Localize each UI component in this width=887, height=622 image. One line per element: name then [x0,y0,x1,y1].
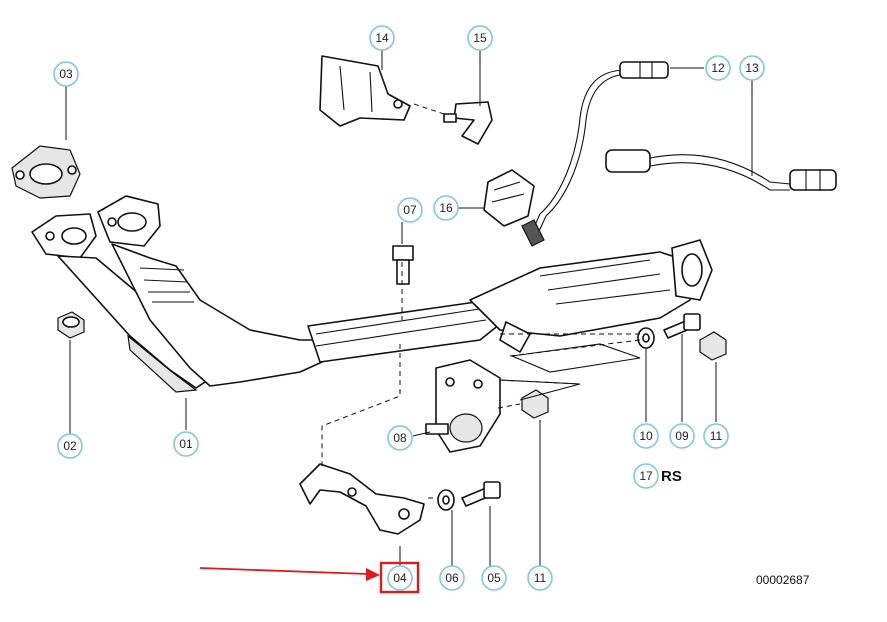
exhaust-bracket-part-04 [299,463,425,535]
oxygen-sensor-part-12 [521,61,669,247]
diagram-reference-number: 00002687 [756,573,810,587]
rubber-mount-part-08 [425,359,501,453]
callout-02[interactable]: 02 [57,433,83,459]
callout-label-11-upper: 11 [710,429,723,443]
flange-gasket-part [11,145,81,199]
bolt-part-09 [663,313,701,339]
bolt-part-05 [461,481,501,507]
callout-label-08: 08 [393,431,407,445]
callout-label-05: 05 [487,571,501,585]
bolt-part-07 [392,245,414,285]
nut-part-11b [699,331,727,361]
callout-label-09: 09 [675,429,689,443]
callout-11-upper[interactable]: 11 [703,423,729,449]
callout-15[interactable]: 15 [467,25,493,51]
callout-11-lower[interactable]: 11 [527,565,553,591]
catalytic-converter-part [469,239,713,353]
callout-01[interactable]: 01 [173,431,199,457]
callout-label-06: 06 [445,571,459,585]
callout-12[interactable]: 12 [705,55,731,81]
exhaust-drawing [11,55,837,535]
callout-label-12: 12 [711,61,725,75]
clip-part-15 [443,101,493,145]
sensor-lead-part-13 [605,149,837,191]
callout-06[interactable]: 06 [439,565,465,591]
callout-label-13: 13 [745,61,759,75]
washer-part-10 [637,327,655,349]
callout-14[interactable]: 14 [369,25,395,51]
callout-17[interactable]: 17 [633,463,659,489]
callout-13[interactable]: 13 [739,55,765,81]
callout-label-16: 16 [439,201,453,215]
callout-05[interactable]: 05 [481,565,507,591]
callout-label-14: 14 [375,31,389,45]
callout-label-15: 15 [473,31,487,45]
variant-label: RS [661,468,682,485]
callout-label-04: 04 [393,571,407,585]
callout-07[interactable]: 07 [397,197,423,223]
highlight-arrow [199,567,380,581]
callout-03[interactable]: 03 [53,61,79,87]
front-pipe-part [31,195,501,393]
callout-label-02: 02 [63,439,77,453]
bracket-part-14 [319,55,411,127]
washer-part-06 [437,489,455,511]
callout-09[interactable]: 09 [669,423,695,449]
callout-label-07: 07 [403,203,417,217]
callout-label-10: 10 [639,429,653,443]
highlight-box-04 [379,561,420,594]
callout-16[interactable]: 16 [433,195,459,221]
nut-part [57,311,85,339]
sensor-clip-part-16 [483,169,535,227]
callout-label-03: 03 [59,67,73,81]
callout-10[interactable]: 10 [633,423,659,449]
callout-08[interactable]: 08 [387,425,413,451]
callout-label-17: 17 [639,469,653,483]
nut-part-11a [521,389,549,419]
callout-label-11-lower: 11 [534,571,547,585]
callout-label-01: 01 [179,437,193,451]
callout-04[interactable]: 04 [387,565,413,591]
